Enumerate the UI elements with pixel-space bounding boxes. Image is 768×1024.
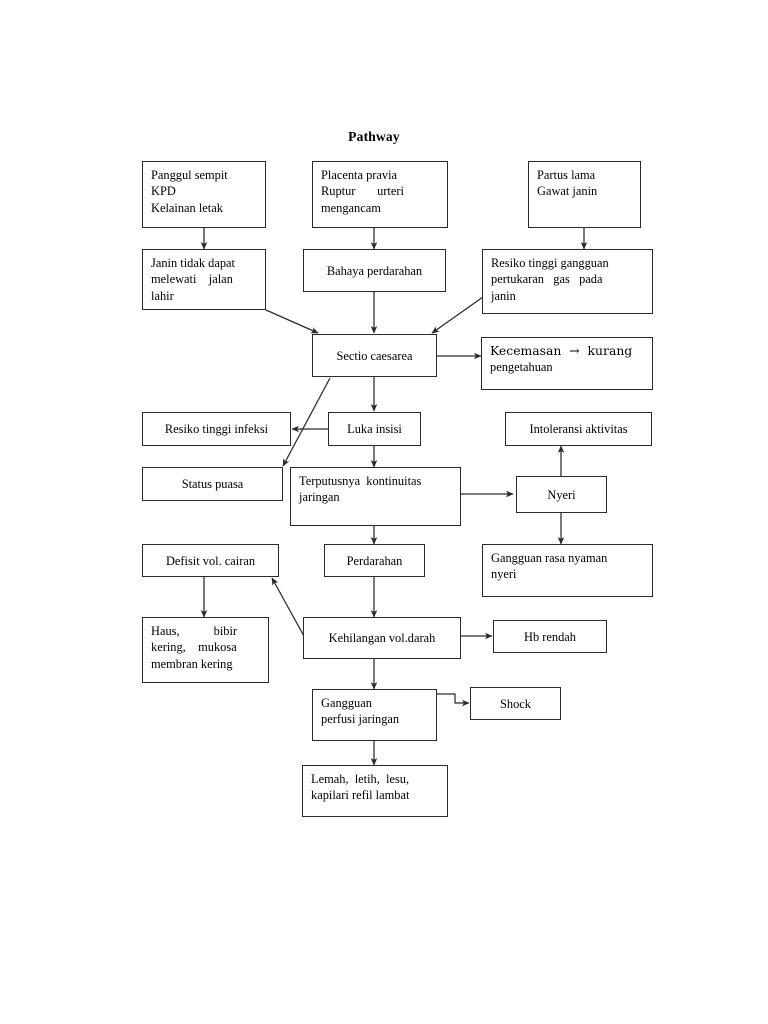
node-line: Placenta pravia	[321, 168, 398, 182]
node-intoleransi-aktivitas: Intoleransi aktivitas	[505, 412, 652, 446]
node-sectio-caesarea: Sectio caesarea	[312, 334, 437, 377]
node-line: perfusi jaringan	[321, 712, 400, 727]
node-line: Lemah, letih, lesu,	[311, 772, 410, 786]
node-placenta-pravia: Placenta pravia Ruptur urteri mengancam	[312, 161, 448, 228]
node-janin-tidak-dapat-melewati: Janin tidak dapat melewati jalan lahir	[142, 249, 266, 310]
node-line: Sectio caesarea	[336, 348, 413, 363]
node-defisit-vol-cairan: Defisit vol. cairan	[142, 544, 279, 577]
node-line: Kecemasan → kurang	[490, 343, 633, 358]
node-line: Gawat janin	[537, 184, 598, 199]
node-line: pertukaran gas pada	[491, 272, 603, 287]
node-line: Ruptur urteri	[321, 184, 404, 199]
node-line: Defisit vol. cairan	[165, 553, 256, 568]
node-lemah-letih-lesu: Lemah, letih, lesu, kapilari refil lamba…	[302, 765, 448, 817]
node-shock: Shock	[470, 687, 561, 720]
node-kecemasan-kurang-pengetahuan: Kecemasan → kurang pengetahuan	[481, 337, 653, 390]
node-line: Shock	[500, 696, 531, 711]
node-line: jaringan	[299, 490, 340, 505]
node-terputusnya-kontinuitas-jaringan: Terputusnya kontinuitas jaringan	[290, 467, 461, 526]
node-luka-insisi: Luka insisi	[328, 412, 421, 446]
node-line: Bahaya perdarahan	[326, 263, 423, 278]
page-title: Pathway	[348, 129, 400, 144]
node-bahaya-perdarahan: Bahaya perdarahan	[303, 249, 446, 292]
node-line: Status puasa	[181, 477, 244, 492]
node-line: kapilari refil lambat	[311, 788, 410, 803]
node-line: Partus lama	[537, 168, 596, 182]
node-line: Resiko tinggi infeksi	[164, 422, 269, 437]
node-line: mengancam	[321, 200, 381, 215]
node-gangguan-perfusi-jaringan: Gangguan perfusi jaringan	[312, 689, 437, 741]
node-line: janin	[491, 288, 516, 303]
node-haus-bibir-kering-mukosa: Haus, bibir kering, mukosa membran kerin…	[142, 617, 269, 683]
node-line: Resiko tinggi gangguan	[491, 256, 609, 270]
node-line: lahir	[151, 288, 174, 303]
node-line: Kelainan letak	[151, 200, 223, 215]
node-line: Perdarahan	[346, 553, 403, 568]
node-line: Luka insisi	[347, 422, 402, 437]
node-resiko-tinggi-infeksi: Resiko tinggi infeksi	[142, 412, 291, 446]
node-line: KPD	[151, 184, 176, 199]
node-line: Haus, bibir	[151, 624, 238, 638]
node-line: Gangguan	[321, 696, 372, 710]
node-line: Intoleransi aktivitas	[529, 422, 628, 437]
node-status-puasa: Status puasa	[142, 467, 283, 501]
node-line: Kehilangan vol.darah	[328, 631, 436, 646]
node-line: Panggul sempit	[151, 168, 228, 182]
node-hb-rendah: Hb rendah	[493, 620, 607, 653]
node-line: melewati jalan	[151, 272, 233, 287]
node-line: membran kering	[151, 656, 233, 671]
edge-janin-to-sectio	[265, 309, 319, 334]
node-line: Nyeri	[547, 487, 576, 502]
node-partus-lama: Partus lama Gawat janin	[528, 161, 641, 228]
node-nyeri: Nyeri	[516, 476, 607, 513]
edge-kehilangan-to-defisit	[271, 577, 306, 639]
edge-perfusi-to-shock	[437, 693, 470, 707]
node-line: Hb rendah	[524, 629, 576, 644]
node-panggul-sempit: Panggul sempit KPD Kelainan letak	[142, 161, 266, 228]
node-line: Gangguan rasa nyaman	[491, 551, 608, 565]
node-line: pengetahuan	[490, 360, 553, 375]
node-line: Janin tidak dapat	[151, 256, 235, 270]
node-perdarahan: Perdarahan	[324, 544, 425, 577]
node-line: Terputusnya kontinuitas	[299, 474, 422, 488]
node-kehilangan-vol-darah: Kehilangan vol.darah	[303, 617, 461, 659]
node-line: kering, mukosa	[151, 640, 237, 655]
node-line: nyeri	[491, 567, 517, 582]
node-gangguan-rasa-nyaman-nyeri: Gangguan rasa nyaman nyeri	[482, 544, 653, 597]
edge-resiko-gas-to-sectio	[431, 296, 484, 334]
node-resiko-tinggi-gangguan-pertukaran-gas: Resiko tinggi gangguan pertukaran gas pa…	[482, 249, 653, 314]
